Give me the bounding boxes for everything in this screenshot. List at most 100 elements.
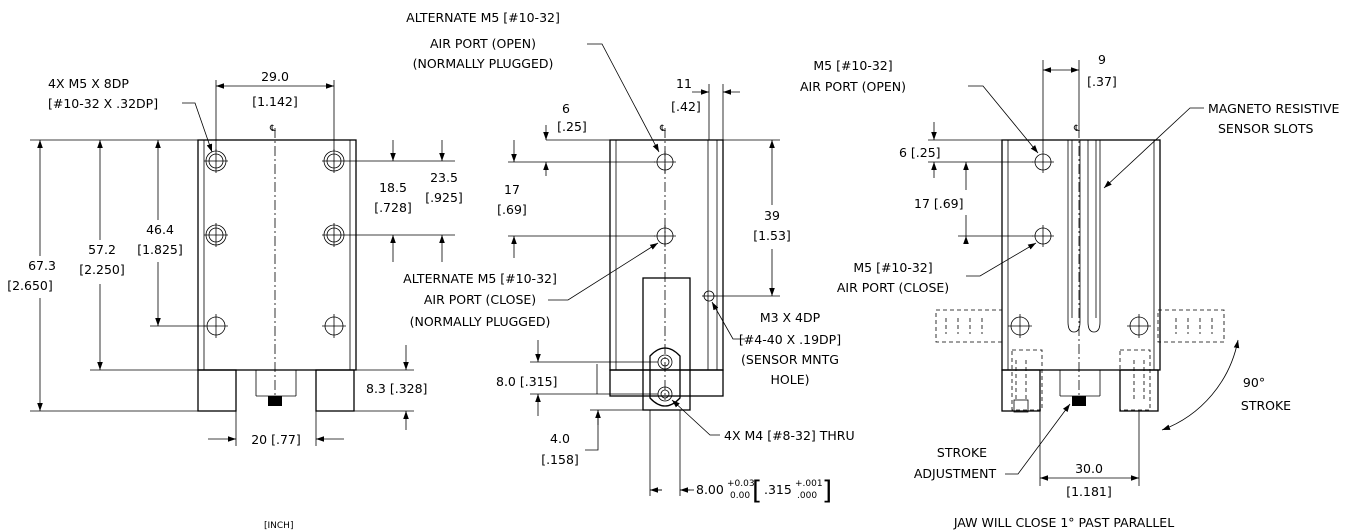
side-dim-sensor-hole-height-mm: 39 bbox=[764, 208, 780, 223]
side-dim-pin-width-tol-minus: 0.00 bbox=[730, 491, 750, 501]
side-callout-sensor-hole-line1: M3 X 4DP bbox=[760, 310, 821, 325]
rear-port-close bbox=[1032, 225, 1054, 247]
tapped-hole bbox=[322, 314, 346, 338]
side-callout-sensor-hole-line4: HOLE) bbox=[771, 372, 810, 387]
side-callout-alt-port-close-line2: AIR PORT (CLOSE) bbox=[424, 292, 536, 307]
rear-view-outline bbox=[1001, 128, 1161, 412]
rear-angle-stroke-value: 90° bbox=[1243, 375, 1265, 390]
side-port-open bbox=[654, 151, 676, 173]
side-dim-pin-width-bracket-open: [ bbox=[752, 476, 762, 506]
front-dim-hole-offsets: 18.5 [.728] 23.5 [.925] bbox=[346, 140, 463, 262]
rear-dim-top-offset: 6 [.25] bbox=[899, 122, 1033, 178]
side-callout-alt-port-close-line1: ALTERNATE M5 [#10-32] bbox=[403, 271, 557, 286]
front-dim-jaw-gap: 20 [.77] bbox=[208, 411, 344, 447]
front-dim-hole-spacing-v: 46.4 [1.825] bbox=[130, 140, 206, 327]
rear-angle-stroke: 90° STROKE bbox=[1161, 339, 1291, 431]
front-dim-hole-spacing-h: 29.0 [1.142] bbox=[215, 69, 335, 151]
side-dim-pivot-height: 8.0 [.315] bbox=[496, 340, 658, 416]
side-callout-alt-port-open-line2: AIR PORT (OPEN) bbox=[430, 36, 536, 51]
front-stroke-adjust-screw bbox=[268, 396, 282, 406]
rear-port-open bbox=[1032, 151, 1054, 173]
side-callout-alt-port-open: ALTERNATE M5 [#10-32] AIR PORT (OPEN) (N… bbox=[406, 10, 660, 153]
tapped-hole bbox=[204, 223, 228, 247]
rear-jaw-open-phantom bbox=[935, 309, 1225, 343]
rear-callout-stroke-adjust: STROKE ADJUSTMENT bbox=[914, 403, 1071, 481]
front-dim-jaw-gap-label: 20 [.77] bbox=[251, 432, 301, 447]
side-dim-pin-width-bracket-close: ] bbox=[822, 476, 832, 506]
front-dim-hole-spacing-v-inch: [1.825] bbox=[137, 242, 183, 257]
rear-dim-slot-offset-inch: [.37] bbox=[1087, 74, 1117, 89]
rear-view: ℄ M5 [#10-32] AIR PORT (OPEN) 9 [.37] MA… bbox=[800, 52, 1340, 530]
tapped-hole bbox=[322, 149, 346, 173]
front-callout-tapped-holes-line1: 4X M5 X 8DP bbox=[48, 76, 129, 91]
side-callout-sensor-hole-line3: (SENSOR MNTG bbox=[741, 352, 839, 367]
side-view: ℄ ALTERNATE M5 [#10-32] AIR PORT (OPEN) … bbox=[403, 10, 855, 506]
front-dim-height-body-inch: [2.250] bbox=[79, 262, 125, 277]
side-dim-right-offset-inch: [.42] bbox=[671, 99, 701, 114]
side-dim-sensor-hole-height-inch: [1.53] bbox=[753, 228, 791, 243]
side-callout-thru-holes: 4X M4 [#8-32] THRU bbox=[671, 399, 855, 443]
front-dim-height-body: 57.2 [2.250] bbox=[72, 140, 198, 371]
front-dim-jaw-height-label: 8.3 [.328] bbox=[366, 381, 427, 396]
front-dim-hole-offset-1-mm: 18.5 bbox=[379, 180, 407, 195]
units-note: [INCH] bbox=[264, 521, 293, 531]
side-dim-sensor-hole-height: 39 [1.53] bbox=[714, 139, 802, 297]
rear-jaw-hidden-lines bbox=[1011, 349, 1151, 413]
rear-callout-port-close-line2: AIR PORT (CLOSE) bbox=[837, 280, 949, 295]
side-centerline-symbol: ℄ bbox=[659, 124, 666, 134]
side-callout-alt-port-open-line1: ALTERNATE M5 [#10-32] bbox=[406, 10, 560, 25]
side-callout-sensor-hole-line2: [#4-40 X .19DP] bbox=[739, 332, 841, 347]
side-dim-top-offset-inch: [.25] bbox=[557, 119, 587, 134]
front-dim-hole-offset-2-mm: 23.5 bbox=[430, 170, 458, 185]
rear-pivot-hole bbox=[1008, 314, 1032, 338]
front-dim-hole-offset-2-inch: [.925] bbox=[425, 190, 463, 205]
rear-dim-top-offset-label: 6 [.25] bbox=[899, 145, 941, 160]
rear-dim-port-spacing-label: 17 [.69] bbox=[914, 196, 964, 211]
side-alt-ports bbox=[654, 151, 676, 247]
side-callout-alt-port-close: ALTERNATE M5 [#10-32] AIR PORT (CLOSE) (… bbox=[403, 242, 659, 329]
front-view-outline bbox=[197, 128, 357, 412]
front-callout-tapped-holes: 4X M5 X 8DP [#10-32 X .32DP] bbox=[48, 76, 213, 153]
side-dim-pivot-height-label: 8.0 [.315] bbox=[496, 374, 557, 389]
rear-callout-port-open-line1: M5 [#10-32] bbox=[813, 58, 892, 73]
side-callout-alt-port-close-line3: (NORMALLY PLUGGED) bbox=[410, 314, 551, 329]
rear-callout-sensor-slots: MAGNETO RESISTIVE SENSOR SLOTS bbox=[1103, 101, 1340, 189]
front-dim-height-body-mm: 57.2 bbox=[88, 242, 116, 257]
front-centerline-symbol: ℄ bbox=[269, 124, 276, 134]
rear-callout-port-close: M5 [#10-32] AIR PORT (CLOSE) bbox=[837, 242, 1037, 295]
front-dim-hole-spacing-h-inch: [1.142] bbox=[252, 94, 298, 109]
front-dim-height-overall-inch: [2.650] bbox=[7, 278, 53, 293]
rear-callout-stroke-adjust-line2: ADJUSTMENT bbox=[914, 466, 997, 481]
front-callout-tapped-holes-line2: [#10-32 X .32DP] bbox=[48, 96, 158, 111]
side-dim-right-offset: 11 [.42] bbox=[671, 76, 740, 140]
front-dim-height-overall: 67.3 [2.650] bbox=[2, 139, 198, 412]
rear-callout-port-open-line2: AIR PORT (OPEN) bbox=[800, 79, 906, 94]
front-dim-hole-spacing-h-mm: 29.0 bbox=[261, 69, 289, 84]
side-dim-port-spacing-mm: 17 bbox=[504, 182, 520, 197]
side-dim-pin-width-inch-nominal: .315 bbox=[764, 482, 792, 497]
rear-callout-port-open: M5 [#10-32] AIR PORT (OPEN) bbox=[800, 58, 1039, 154]
side-dim-pivot-offset-inch: [.158] bbox=[541, 452, 579, 467]
tapped-hole bbox=[204, 314, 228, 338]
rear-dim-slot-offset-mm: 9 bbox=[1098, 52, 1106, 67]
rear-dim-slot-offset: 9 [.37] bbox=[1042, 52, 1117, 152]
side-callout-thru-holes-label: 4X M4 [#8-32] THRU bbox=[724, 428, 855, 443]
rear-callout-sensor-slots-line2: SENSOR SLOTS bbox=[1218, 121, 1314, 136]
front-dim-jaw-height: 8.3 [.328] bbox=[354, 345, 427, 430]
side-dim-pin-width-inch-tol-plus: +.001 bbox=[795, 479, 823, 489]
front-dim-hole-spacing-v-mm: 46.4 bbox=[146, 222, 174, 237]
side-dim-top-offset: 6 [.25] bbox=[543, 101, 610, 176]
side-dim-port-spacing-inch: [.69] bbox=[497, 202, 527, 217]
side-dim-pivot-offset-mm: 4.0 bbox=[550, 431, 570, 446]
side-dim-pin-width-nominal: 8.00 bbox=[696, 482, 724, 497]
side-view-outline bbox=[609, 128, 724, 411]
front-dim-hole-offset-1-inch: [.728] bbox=[374, 200, 412, 215]
side-dim-right-offset-mm: 11 bbox=[676, 76, 692, 91]
rear-callout-sensor-slots-line1: MAGNETO RESISTIVE bbox=[1208, 101, 1340, 116]
rear-callout-stroke-adjust-line1: STROKE bbox=[937, 445, 987, 460]
side-dim-pivot-offset: 4.0 [.158] bbox=[541, 409, 643, 467]
rear-dim-jaw-width: 30.0 [1.181] bbox=[1039, 411, 1140, 499]
side-dim-top-offset-mm: 6 bbox=[562, 101, 570, 116]
tapped-hole bbox=[204, 149, 228, 173]
